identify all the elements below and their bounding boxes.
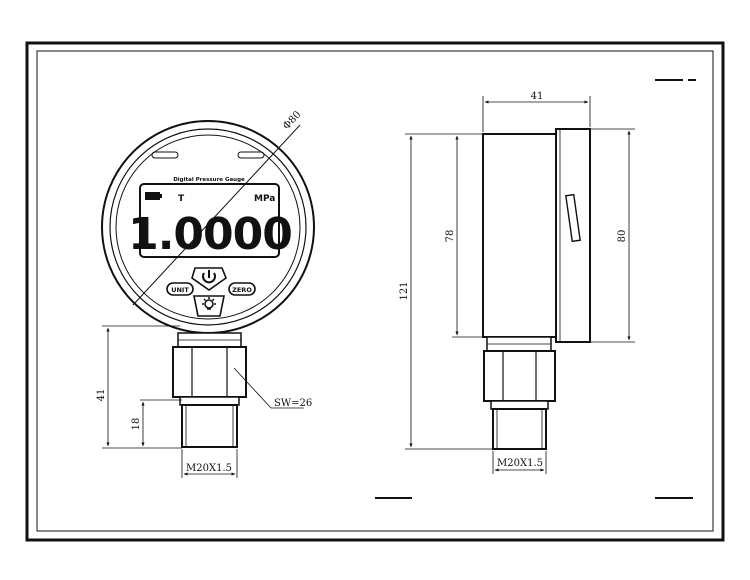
side-view: 41 121 78 80 M20X1.5 — [399, 91, 635, 474]
side-case-height-dimension — [452, 135, 487, 338]
side-total-height-dimension — [405, 133, 493, 450]
gauge-dial — [115, 134, 301, 320]
front-thread — [181, 404, 238, 448]
diameter-leader — [132, 124, 301, 306]
unit-button-label: UNIT — [171, 286, 189, 294]
side-window-slot — [565, 193, 581, 243]
lcd-screen — [139, 183, 280, 258]
lcd-reading: 1.0000 — [128, 209, 292, 260]
power-icon — [202, 270, 216, 284]
frame-markers — [375, 79, 696, 499]
front-thread-length-label: 18 — [131, 418, 142, 431]
dial-slot-right — [237, 151, 265, 159]
front-thread-label: M20X1.5 — [186, 463, 232, 474]
front-height-label: 41 — [96, 389, 107, 402]
side-thread-label: M20X1.5 — [497, 458, 543, 469]
side-thread-dimension — [492, 451, 547, 474]
side-case-body — [482, 133, 557, 338]
gauge-title: Digital Pressure Gauge — [173, 177, 245, 183]
front-hex-nut — [172, 346, 247, 398]
side-outer-diameter-dimension — [590, 128, 635, 343]
unit-button[interactable]: UNIT — [166, 282, 194, 296]
diameter-label: Φ80 — [281, 109, 303, 132]
front-thread-dimension — [181, 449, 238, 478]
zero-button[interactable]: ZERO — [228, 282, 256, 296]
front-view: Digital Pressure Gauge T MPa 1.0000 UNIT… — [96, 109, 315, 478]
zero-button-label: ZERO — [232, 286, 252, 294]
side-case-height-label: 78 — [445, 230, 456, 243]
front-thread-length-dimension — [140, 399, 182, 447]
inner-frame — [36, 50, 714, 532]
side-depth-label: 41 — [531, 91, 544, 102]
side-total-height-label: 121 — [399, 281, 410, 300]
wrench-leader — [233, 367, 272, 409]
backlight-button[interactable] — [193, 295, 225, 317]
lcd-unit: MPa — [254, 194, 275, 204]
lcd-indicator: T — [178, 194, 185, 204]
wrench-label: SW=26 — [274, 398, 312, 409]
light-bulb-icon — [202, 297, 216, 310]
gauge-bezel-middle — [109, 128, 307, 326]
side-thread — [492, 408, 547, 450]
battery-icon — [145, 192, 160, 200]
front-height-dimension — [102, 325, 182, 449]
battery-icon-tip — [160, 194, 162, 198]
front-thread-collar — [179, 396, 240, 406]
side-outer-diameter-label: 80 — [617, 230, 628, 243]
side-depth-dimension — [482, 96, 591, 132]
dial-slot-left — [151, 151, 179, 159]
side-thread-collar — [490, 400, 549, 410]
power-button[interactable] — [191, 267, 227, 291]
side-hex-nut — [483, 350, 556, 402]
outer-frame — [25, 41, 725, 542]
